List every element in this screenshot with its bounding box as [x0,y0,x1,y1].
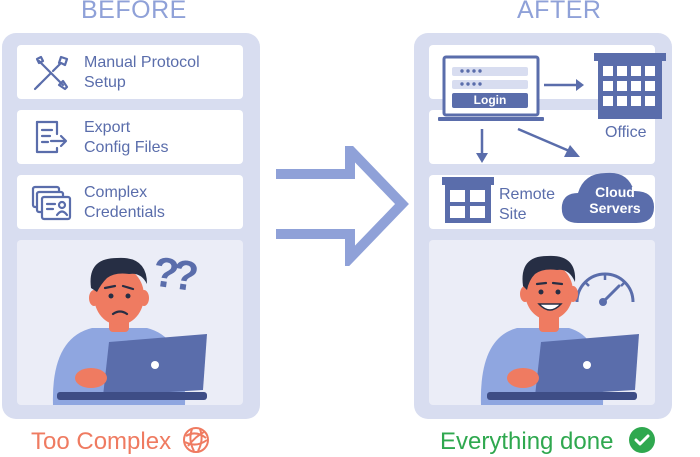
after-caption: Everything done [440,426,656,456]
export-file-icon [31,118,71,158]
tangled-ball-icon [182,426,210,454]
before-card-manual-setup: Manual Protocol Setup [17,45,243,99]
export-config-line1: Export [84,119,131,136]
id-cards-icon [31,183,73,223]
after-heading: AFTER [517,0,602,24]
remote-site-line1: Remote [499,186,556,203]
too-complex-label: Too Complex [31,428,172,455]
confused-person-illustration [52,257,207,405]
tools-icon [31,53,71,93]
manual-setup-line2: Setup [84,74,126,91]
transition-arrow [276,146,409,266]
after-panel: Login Office Remote Site Cloud Servers [414,33,672,419]
before-panel: Manual Protocol Setup Export Config File… [2,33,260,419]
after-illustration-area [429,240,655,405]
network-diagram [438,53,666,223]
login-button: Login [473,93,507,107]
before-card-export-config: Export Config Files [17,110,243,164]
credentials-line2: Credentials [84,204,165,221]
before-illustration-area: ?? [17,240,243,405]
check-circle-icon [628,426,656,454]
before-card-credentials: Complex Credentials [17,175,243,229]
speedometer-icon [575,272,635,306]
happy-person-illustration [480,255,639,405]
remote-site-line2: Site [499,206,527,223]
credentials-line1: Complex [84,184,148,201]
everything-done-label: Everything done [440,428,614,455]
cloud-label-line1: Cloud [595,184,635,200]
office-label: Office [605,124,647,141]
before-heading: BEFORE [81,0,187,24]
before-caption: Too Complex [31,426,210,456]
cloud-label-line2: Servers [589,200,641,216]
manual-setup-line1: Manual Protocol [84,54,200,71]
export-config-line2: Config Files [84,139,169,156]
